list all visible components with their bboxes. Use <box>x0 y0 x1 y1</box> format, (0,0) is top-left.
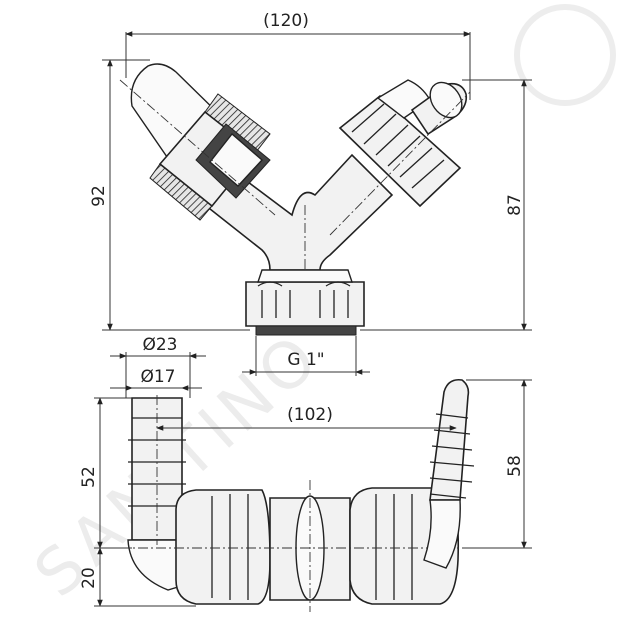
dim-center-span: (102) <box>287 405 333 425</box>
top-view: (120) 92 87 G 1" <box>89 11 532 376</box>
left-union-nut <box>149 93 271 221</box>
dim-base-offset: 20 <box>79 567 99 589</box>
side-view: Ø23 Ø17 (102) 52 20 58 <box>79 335 532 612</box>
dim-left-height: 92 <box>89 185 109 207</box>
dim-thread: G 1" <box>287 350 324 370</box>
side-body <box>120 480 470 612</box>
bottom-thread-nut <box>245 269 365 336</box>
watermark-logo-circle <box>514 4 616 106</box>
dim-inner-diameter: Ø17 <box>140 367 175 387</box>
valve-body <box>203 153 394 271</box>
dim-right-height: 87 <box>505 194 525 216</box>
right-hose-tail <box>410 81 468 136</box>
dim-right-hose-height: 58 <box>505 455 525 477</box>
dim-top-width: (120) <box>263 11 309 31</box>
dim-outer-diameter: Ø23 <box>142 335 177 355</box>
right-angled-hose-tail <box>423 378 475 569</box>
dim-left-hose-height: 52 <box>79 466 99 488</box>
